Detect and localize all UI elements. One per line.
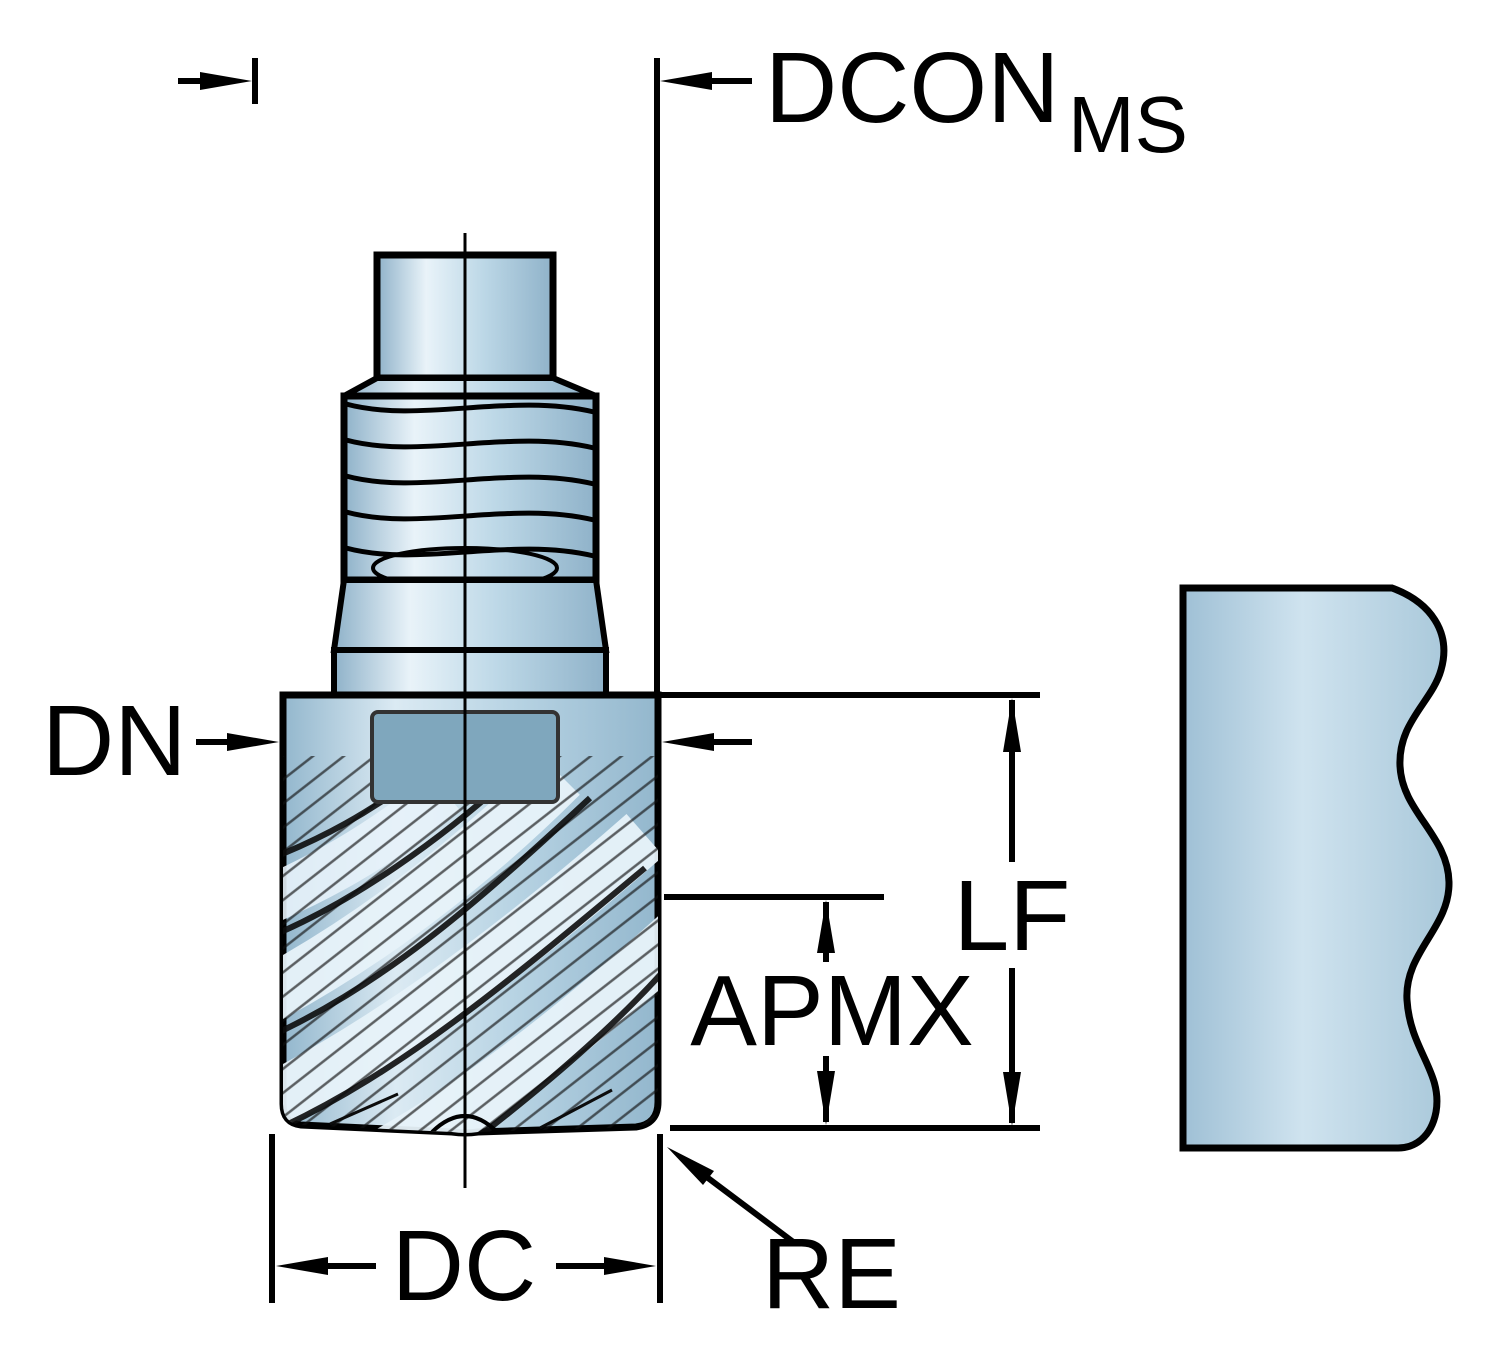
flute-edge xyxy=(283,795,593,1043)
side-profile-piece xyxy=(1179,584,1453,1152)
collar-band xyxy=(331,647,609,700)
re-arrow xyxy=(667,1147,714,1185)
lf-arrow-up xyxy=(1003,698,1021,752)
dim-re: RE xyxy=(667,1147,901,1330)
dn-label: DN xyxy=(42,685,186,797)
dn-arrow-left xyxy=(227,733,279,751)
dn-arrow-right xyxy=(662,733,714,751)
apmx-arrow-up xyxy=(817,900,835,953)
dc-arrow-left xyxy=(276,1257,328,1275)
thread-section xyxy=(340,392,600,590)
dim-dn: DN xyxy=(42,685,752,797)
dim-lf: LF xyxy=(658,692,1071,1131)
dcon-sub-label: MS xyxy=(1068,80,1188,169)
lf-label: LF xyxy=(954,860,1071,972)
end-tooth-line xyxy=(329,1092,399,1126)
re-label: RE xyxy=(762,1218,901,1330)
lf-arrow-down xyxy=(1003,1072,1021,1126)
collar-taper xyxy=(330,577,610,653)
flute-hatching xyxy=(283,756,658,1133)
dim-apmx: APMX xyxy=(664,894,974,1125)
flute-edge xyxy=(283,865,647,1131)
end-tooth-line xyxy=(539,1088,613,1130)
dc-label: DC xyxy=(392,1210,536,1322)
dc-arrow-right xyxy=(604,1257,656,1275)
flute-area xyxy=(283,755,658,1133)
dcon-label: DCON xyxy=(765,32,1059,144)
re-leader-line xyxy=(706,1175,798,1247)
apmx-label: APMX xyxy=(690,955,973,1067)
end-mill-drawing xyxy=(279,233,662,1188)
dim-dcon: DCON MS xyxy=(178,32,1188,692)
apmx-arrow-down xyxy=(817,1071,835,1125)
dcon-arrow-right xyxy=(660,72,712,90)
dim-dc: DC xyxy=(269,1134,663,1322)
flute-edge xyxy=(413,956,658,1133)
dcon-arrow-left xyxy=(200,72,252,90)
